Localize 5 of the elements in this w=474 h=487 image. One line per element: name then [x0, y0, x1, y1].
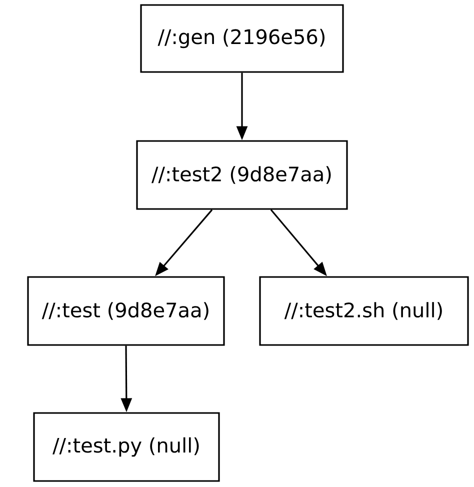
process-box: //:test2 (9d8e7aa) [136, 140, 348, 210]
process-box: //:test (9d8e7aa) [27, 276, 225, 346]
process-box: //:test.py (null) [33, 412, 220, 482]
process-box: //:test2.sh (null) [259, 276, 469, 346]
process-box: //:gen (2196e56) [140, 4, 344, 73]
